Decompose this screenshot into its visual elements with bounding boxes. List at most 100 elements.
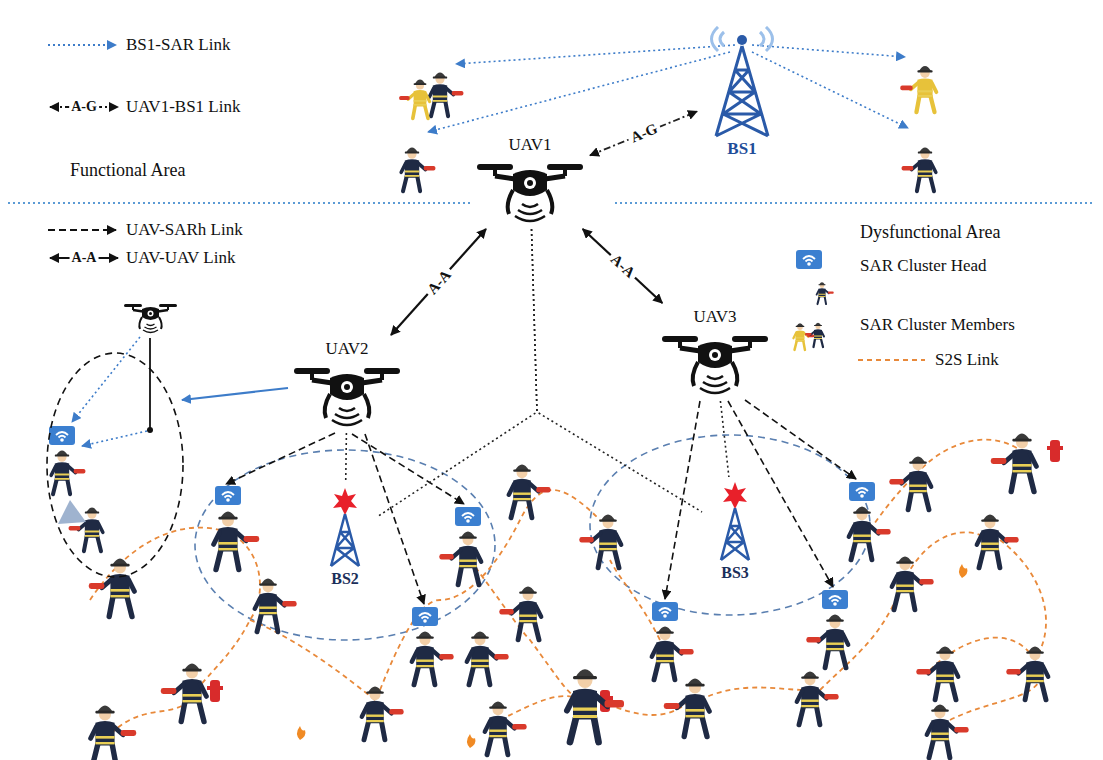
firefighter — [892, 576, 898, 587]
firefighter — [814, 339, 824, 347]
firefighter — [513, 493, 531, 495]
cluster-head-icon — [49, 426, 75, 445]
firefighter — [801, 676, 819, 678]
link-type-label: A-G — [69, 97, 99, 117]
cluster-head-icon — [60, 438, 64, 442]
tower-icon — [331, 514, 359, 566]
firefighter — [654, 662, 675, 680]
firefighter — [1012, 470, 1031, 472]
area-label: Dysfunctional Area — [860, 222, 1000, 242]
firefighter — [255, 578, 297, 631]
fire-hydrant — [1047, 440, 1063, 462]
firefighter — [509, 464, 551, 517]
firefighter — [405, 171, 419, 173]
firefighter — [200, 684, 206, 696]
firefighter — [439, 531, 481, 584]
firefighter — [1026, 675, 1044, 677]
s2s-links — [600, 700, 690, 715]
firefighter — [416, 636, 434, 638]
drone-icon — [508, 190, 553, 214]
cluster-head-icon — [663, 614, 667, 618]
firefighter — [53, 480, 70, 494]
firefighter — [579, 514, 621, 567]
inset-link — [82, 431, 147, 446]
firefighter — [399, 96, 409, 100]
firefighter — [876, 529, 890, 535]
firefighter — [216, 550, 239, 569]
cluster-head-icon — [833, 602, 837, 606]
firefighter — [518, 622, 539, 640]
firefighter — [889, 456, 931, 509]
firefighter — [389, 709, 403, 715]
firefighter — [412, 651, 418, 662]
drone-icon — [712, 352, 718, 358]
firefighter — [452, 91, 464, 96]
firefighter — [909, 461, 927, 463]
legend-text: SAR Cluster Members — [860, 314, 1015, 336]
firefighter — [916, 97, 934, 112]
s2s-links — [1000, 540, 1046, 660]
drone-icon — [700, 376, 730, 393]
firefighter — [684, 717, 707, 736]
firefighter — [814, 338, 822, 339]
cluster-head-icon — [803, 256, 815, 262]
firefighter — [181, 702, 204, 721]
firefighter — [1026, 651, 1044, 653]
cluster-head-icon — [822, 590, 848, 609]
firefighter — [598, 550, 619, 568]
firefighter — [362, 686, 404, 739]
firefighter — [917, 90, 932, 92]
inset-drone — [148, 311, 154, 317]
firefighter — [826, 643, 844, 645]
firefighter — [487, 737, 508, 755]
firefighter — [796, 337, 805, 338]
cluster-head-icon — [807, 262, 811, 266]
firefighter — [806, 637, 820, 643]
firefighter — [1025, 682, 1046, 700]
cluster-head-icon — [222, 492, 234, 498]
bs1-sar-links — [456, 45, 735, 64]
firefighter — [218, 517, 237, 520]
cluster-head-icon — [455, 507, 481, 526]
firefighter — [981, 543, 999, 545]
firefighter — [459, 560, 477, 562]
drone-icon — [341, 381, 353, 393]
bs1-sar-links — [752, 45, 905, 57]
firefighter — [469, 667, 490, 685]
firefighter — [900, 86, 912, 91]
firefighter — [161, 663, 207, 721]
firefighter — [909, 490, 927, 492]
inset-drone — [142, 307, 159, 320]
firefighter — [936, 675, 954, 677]
firefighter — [182, 669, 201, 672]
firefighter — [426, 94, 430, 102]
uav-sarh-links — [226, 433, 335, 484]
firefighter — [896, 590, 914, 592]
firefighter — [1006, 669, 1020, 675]
firefighter — [954, 727, 968, 733]
firefighter — [991, 433, 1037, 491]
drone-icon — [330, 374, 364, 400]
firefighter — [51, 466, 56, 475]
fire — [297, 726, 305, 740]
firefighter — [91, 726, 97, 738]
firefighter — [69, 526, 81, 531]
drone-icon — [698, 342, 732, 368]
firefighter — [366, 715, 384, 717]
firefighter — [817, 290, 819, 295]
cluster-head-icon — [849, 482, 875, 501]
connector — [583, 229, 663, 303]
cluster-head-icon — [412, 607, 438, 626]
firefighter — [931, 163, 936, 172]
firefighter — [91, 705, 137, 760]
drone-icon — [709, 349, 721, 361]
firefighter — [977, 534, 983, 545]
s2s-links — [90, 528, 260, 700]
firefighter — [485, 701, 527, 754]
firefighter — [806, 614, 848, 667]
firefighter — [664, 678, 710, 736]
cluster-head-icon — [419, 613, 431, 619]
firefighter — [485, 721, 491, 732]
s2s-links — [250, 620, 375, 700]
